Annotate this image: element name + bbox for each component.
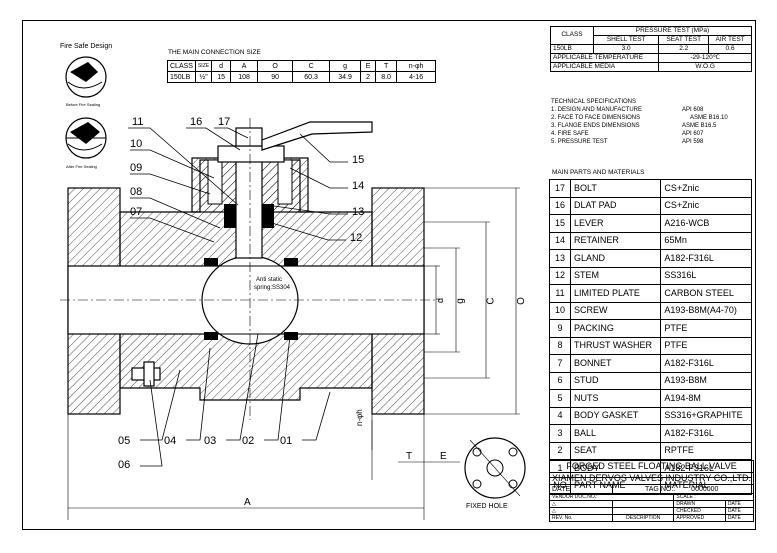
part-material: A182-F316L	[660, 249, 752, 268]
seat-top-left	[204, 258, 218, 266]
tech-spec-item: 1. DESIGN AND MANUFACTURE API 608	[551, 107, 751, 115]
dim-a-label: A	[244, 497, 251, 508]
callout-15: 15	[352, 154, 365, 166]
dim-g-label: g	[454, 298, 466, 304]
tech-spec-item: 3. FLANGE ENDS DIMENSIONS ASME B16.5	[551, 123, 751, 131]
pressure-test-table: CLASS PRESSURE TEST (MPa) SHELL TEST SEA…	[549, 26, 752, 72]
tag-value: 0000000	[691, 485, 719, 493]
tech-spec-label: 3. FLANGE ENDS DIMENSIONS	[551, 123, 640, 129]
main-connection-title: THE MAIN CONNECTION SIZE	[168, 49, 261, 56]
stud-left	[207, 159, 223, 205]
seat-top-right	[284, 258, 298, 266]
fire-safe-detail	[65, 56, 107, 159]
tech-spec-label: 5. PRESSURE TEST	[551, 139, 608, 145]
tech-spec-label: 4. FIRE SAFE	[551, 131, 589, 137]
callout-17: 17	[218, 116, 231, 128]
pt-media-label: APPLICABLE MEDIA	[549, 62, 660, 72]
main-connection-value-row: 150LB ½" 15 108 90 60.3 34.9 2 8.0 4-16	[167, 71, 437, 83]
packing-left	[224, 204, 236, 228]
tech-spec-value: ASME B16.10	[690, 115, 728, 121]
tech-specs-list: 1. DESIGN AND MANUFACTURE API 608 2. FAC…	[551, 107, 751, 147]
tech-specs-title: TECHNICAL SPECIFICATIONS	[551, 99, 637, 105]
tech-spec-value: ASME B16.5	[682, 123, 717, 129]
callout-13: 13	[352, 206, 365, 218]
callout-14: 14	[352, 180, 365, 192]
parts-title: MAIN PARTS AND MATERIALS	[552, 169, 645, 176]
fixed-hole-label: FIXED HOLE	[466, 503, 508, 510]
part-material: 65Mn	[660, 231, 752, 250]
callout-12: 12	[350, 232, 363, 244]
callout-07: 07	[130, 206, 143, 218]
stem	[235, 147, 263, 259]
fire-safe-title: Fire Safe Design	[60, 43, 113, 50]
mc-v-size: ½"	[194, 71, 213, 83]
callout-02: 02	[242, 435, 255, 447]
fire-safe-after-label: After Fire Sealing	[66, 164, 97, 169]
tech-spec-value: API 608	[682, 107, 704, 113]
tech-spec-label: 1. DESIGN AND MANUFACTURE	[551, 107, 643, 113]
dim-c-label: C	[485, 297, 497, 305]
part-material: A193-B8M	[660, 371, 752, 390]
tech-spec-value: API 598	[682, 139, 704, 145]
dim-d-label: d	[435, 297, 446, 304]
packing-right	[262, 204, 274, 228]
callout-10: 10	[130, 138, 143, 150]
drawing-frame	[22, 20, 756, 530]
callout-11: 11	[132, 116, 144, 128]
part-material: CS+Znic	[660, 179, 752, 198]
main-connection-table: CLASS SIZE d A O C g E T n-φh 150LB ½" 1…	[167, 60, 437, 83]
bolt-head	[235, 127, 263, 147]
callout-16: 16	[190, 116, 203, 128]
callout-09: 09	[130, 162, 143, 174]
callout-06: 06	[118, 459, 131, 471]
callout-05: 05	[118, 435, 131, 447]
mc-v-t: 8.0	[375, 71, 398, 83]
anti-static-note: Anti static	[256, 277, 283, 283]
tag-label: TAG NO.:	[645, 485, 676, 493]
tech-spec-value: API 607	[682, 131, 704, 137]
tech-spec-item: 2. FACE TO FACE DIMENSIONS ASME B16.10	[551, 115, 751, 123]
callout-leaders	[128, 127, 348, 467]
fire-safe-before-label: Before Fire Sealing	[66, 102, 101, 107]
dim-e-label: E	[440, 451, 447, 462]
tech-spec-label: 2. FACE TO FACE DIMENSIONS	[551, 115, 641, 121]
mc-v-nphih: 4-16	[396, 71, 437, 83]
dim-nphih-label: n-φh	[355, 409, 364, 426]
tech-spec-item: 5. PRESSURE TEST API 598	[551, 139, 751, 147]
callout-03: 03	[204, 435, 217, 447]
stud-right	[277, 159, 293, 205]
seat-bottom-left	[204, 332, 218, 340]
dim-o-label: O	[515, 297, 527, 305]
approved-date-label: DATE	[724, 514, 755, 522]
gland	[217, 145, 285, 163]
mc-h-size: SIZE	[194, 60, 213, 72]
seat-bottom-right	[284, 332, 298, 340]
spring-note: spring:SS304	[254, 285, 291, 291]
nut-bottom	[143, 361, 155, 387]
part-material: RPTFE	[660, 441, 752, 460]
callout-08: 08	[130, 186, 143, 198]
dim-t-label: T	[406, 451, 413, 462]
callout-01: 01	[280, 435, 293, 447]
callout-04: 04	[164, 435, 177, 447]
lever	[261, 121, 373, 151]
tech-spec-item: 4. FIRE SAFE API 607	[551, 131, 751, 139]
pt-media-value: W.O.G	[658, 62, 752, 72]
title-block: FORGED STEEL FLOATING BALL VALVE XIAMEN …	[548, 460, 755, 522]
